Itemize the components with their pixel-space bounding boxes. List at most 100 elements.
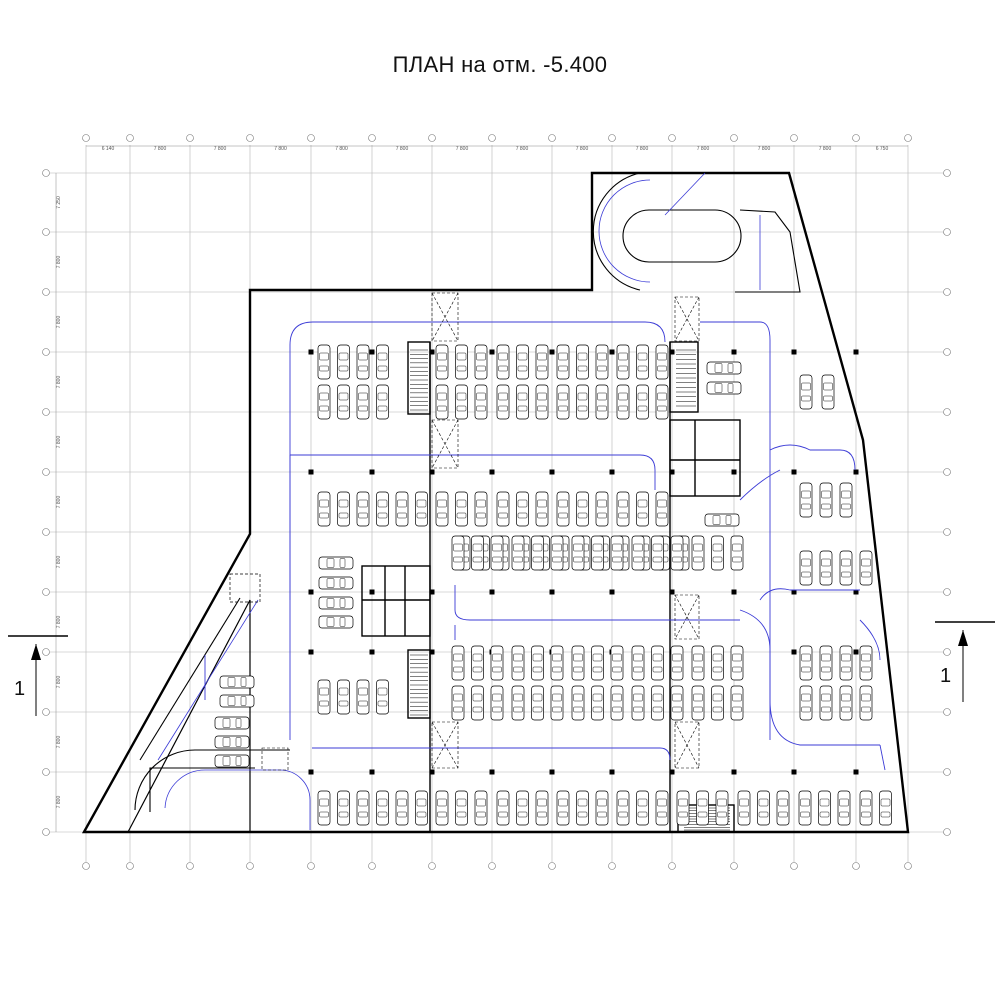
parked-car [376, 384, 389, 420]
col-span-label: 7 800 [697, 146, 710, 152]
parked-car [730, 535, 744, 571]
axis-bubble [943, 169, 951, 177]
parked-car [616, 790, 630, 826]
upper-ramp [592, 172, 801, 293]
axis-bubble [548, 134, 556, 142]
parked-car [651, 685, 664, 721]
parked-car [516, 344, 529, 380]
row-span-label: 7 800 [56, 496, 62, 509]
page-title: ПЛАН на отм. -5.400 [392, 52, 608, 77]
column [853, 649, 859, 655]
parked-car [591, 535, 604, 571]
axis-bubble [943, 528, 951, 536]
parked-car [214, 716, 250, 730]
parked-car [535, 491, 549, 527]
col-span-label: 7 800 [456, 146, 469, 152]
axis-bubble [548, 862, 556, 870]
parked-car [535, 790, 549, 826]
parked-car [696, 790, 709, 826]
row-span-label: 7 800 [56, 736, 62, 749]
column [609, 589, 615, 595]
axis-bubble [42, 588, 50, 596]
parked-car [337, 679, 350, 715]
column [731, 769, 737, 775]
parked-car [859, 645, 873, 681]
parked-car [511, 535, 525, 571]
parked-car [655, 491, 669, 527]
parked-car [576, 384, 589, 420]
column [853, 469, 859, 475]
parked-car [435, 790, 449, 826]
axis-bubble [368, 134, 376, 142]
col-span-label: 7 800 [154, 146, 167, 152]
axis-bubble [943, 408, 951, 416]
row-span-label: 7 800 [56, 676, 62, 689]
parked-car [550, 685, 564, 721]
parked-car [616, 491, 630, 527]
parked-car [318, 576, 354, 590]
axis-bubble [943, 288, 951, 296]
axis-bubble [42, 828, 50, 836]
interior-walls [361, 341, 741, 833]
parked-car [356, 384, 370, 420]
axis-bubble [307, 862, 315, 870]
parked-car [837, 790, 851, 826]
row-span-label: 7 250 [56, 196, 62, 209]
column [308, 349, 314, 355]
column [308, 649, 314, 655]
column [308, 769, 314, 775]
parked-car [610, 535, 624, 571]
column [369, 589, 375, 595]
parked-car [318, 615, 354, 629]
parked-car [859, 790, 873, 826]
axis-bubble [42, 169, 50, 177]
parked-car [376, 679, 389, 715]
column [308, 589, 314, 595]
parked-car [317, 344, 331, 380]
axis-bubble [943, 468, 951, 476]
parked-car [839, 645, 853, 681]
parked-car [730, 645, 744, 681]
col-span-label: 6 140 [102, 146, 115, 152]
parked-car [455, 491, 468, 527]
axis-bubble [608, 862, 616, 870]
parked-car [451, 685, 465, 721]
axis-grid [42, 134, 951, 870]
col-span-label: 7 800 [819, 146, 832, 152]
column [429, 769, 435, 775]
parked-car [435, 384, 449, 420]
void-markers [261, 292, 700, 771]
parked-car [474, 384, 488, 420]
column [549, 769, 555, 775]
parked-car [471, 685, 484, 721]
axis-bubble [82, 862, 90, 870]
axis-bubble [428, 862, 436, 870]
parked-car [711, 535, 724, 571]
parked-car [556, 384, 570, 420]
parked-car [595, 344, 609, 380]
column [429, 649, 435, 655]
parked-car [516, 491, 529, 527]
parked-car [631, 535, 645, 571]
parked-car [576, 344, 589, 380]
parked-car [799, 550, 813, 586]
axis-bubble [42, 648, 50, 656]
parked-car [636, 790, 649, 826]
axis-bubble [943, 828, 951, 836]
column [429, 349, 435, 355]
lower-left-ramp [134, 573, 311, 830]
axis-bubble [42, 708, 50, 716]
column [489, 589, 495, 595]
axis-bubble [42, 408, 50, 416]
structural-columns [308, 349, 859, 775]
parked-car [395, 491, 409, 527]
parked-car [496, 344, 510, 380]
parked-car [318, 556, 354, 570]
axis-bubble [368, 862, 376, 870]
column [731, 589, 737, 595]
column [853, 589, 859, 595]
parked-car [356, 491, 370, 527]
parked-car [317, 679, 331, 715]
parked-car [511, 645, 525, 681]
